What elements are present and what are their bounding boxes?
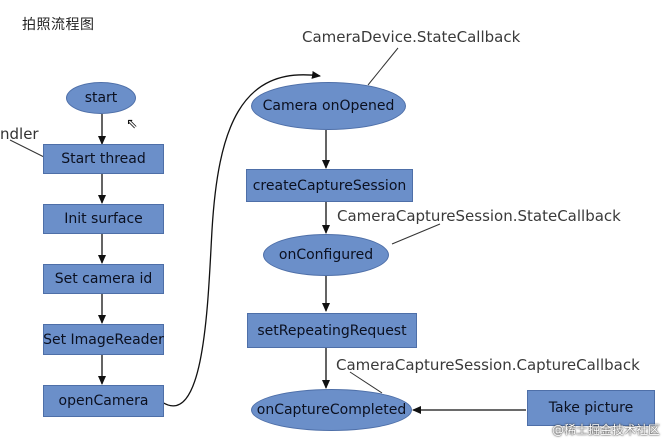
session-capture-callback-note: CameraCaptureSession.CaptureCallback	[336, 356, 640, 374]
set-repeating-request-step: setRepeatingRequest	[247, 313, 417, 348]
mouse-cursor-icon: ⇖	[126, 116, 138, 132]
start-thread-step: Start thread	[43, 144, 164, 174]
start-node: start	[66, 82, 136, 114]
init-surface-step: Init surface	[43, 204, 164, 234]
leader-state-callback	[367, 47, 399, 86]
arrow-opencamera-to-onopened	[161, 70, 321, 407]
leader-session-state-callback	[391, 223, 441, 245]
onconfigured-node: onConfigured	[263, 234, 389, 276]
camera-onopened-node: Camera onOpened	[251, 82, 406, 130]
set-imagereader-step: Set ImageReader	[43, 324, 164, 355]
leader-capture-callback	[349, 371, 383, 394]
take-picture-step: Take picture	[527, 390, 655, 426]
diagram-title: 拍照流程图	[22, 17, 95, 33]
watermark: @稀土掘金技术社区	[551, 423, 660, 437]
oncapturecompleted-node: onCaptureCompleted	[251, 389, 412, 431]
set-camera-id-step: Set camera id	[43, 264, 164, 294]
leader-cut-label	[9, 139, 45, 158]
create-capture-session-step: createCaptureSession	[246, 169, 413, 202]
device-state-callback-note: CameraDevice.StateCallback	[302, 28, 521, 46]
open-camera-step: openCamera	[43, 385, 164, 417]
session-state-callback-note: CameraCaptureSession.StateCallback	[337, 207, 621, 225]
cut-off-label: ndler	[0, 125, 39, 143]
